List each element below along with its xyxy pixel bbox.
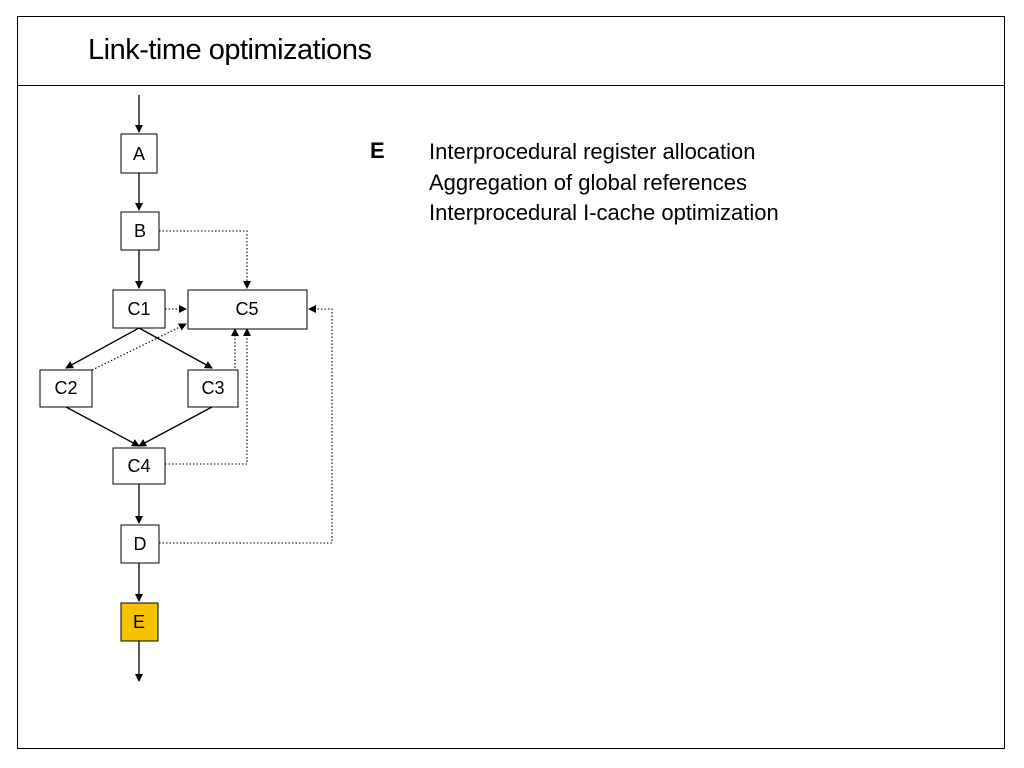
node-b-label: B [134, 221, 146, 241]
node-c3: C3 [187, 369, 239, 408]
optimization-item: Interprocedural I-cache optimization [429, 200, 779, 225]
node-c1-label: C1 [127, 299, 150, 319]
node-c2: C2 [39, 369, 93, 408]
node-c4-label: C4 [127, 456, 150, 476]
edge-c1-c3 [138, 327, 213, 369]
node-e: E [120, 602, 159, 642]
node-d: D [120, 524, 160, 564]
node-c5: C5 [187, 289, 308, 330]
edge-d-c5 [159, 305, 333, 544]
edge-b-c5 [159, 230, 251, 289]
node-b: B [120, 211, 160, 251]
solid-edges [65, 95, 213, 682]
node-e-label: E [133, 612, 145, 632]
optimization-target-key: E [370, 138, 385, 163]
slide-frame [17, 16, 1005, 749]
edge-c1-c2 [65, 327, 140, 369]
slide-title: Link-time optimizations [88, 34, 372, 66]
node-c1: C1 [112, 289, 166, 329]
node-c5-label: C5 [235, 299, 258, 319]
node-c3-label: C3 [201, 378, 224, 398]
optimization-item: Aggregation of global references [429, 169, 747, 195]
node-c4: C4 [112, 447, 166, 485]
node-a-label: A [133, 144, 145, 164]
edge-c2-c5 [91, 323, 187, 371]
edge-c4-c5 [165, 328, 251, 465]
node-c2-label: C2 [54, 378, 77, 398]
edge-c3-c4 [138, 406, 213, 447]
dotted-edges [91, 230, 333, 544]
node-a: A [120, 133, 158, 174]
edge-c2-c4 [65, 406, 140, 447]
node-d-label: D [134, 534, 147, 554]
title-bar [17, 16, 1005, 86]
optimization-list: Interprocedural register allocation Aggr… [429, 137, 779, 229]
optimization-item: Interprocedural register allocation [429, 139, 756, 164]
